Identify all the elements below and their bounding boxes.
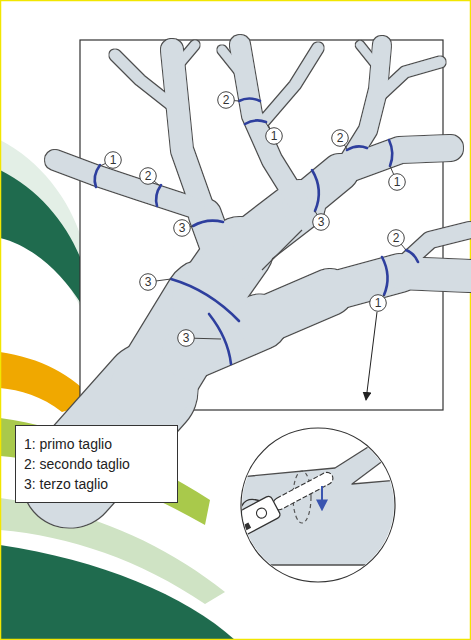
twig [258, 48, 318, 128]
tree [55, 45, 470, 480]
twig [360, 45, 380, 70]
callout-circle: 3 [173, 219, 191, 237]
cut-line [347, 146, 367, 150]
callout-ring [389, 174, 406, 191]
cut-line [95, 165, 100, 187]
callout-circle: 3 [139, 273, 157, 291]
picture-frame [80, 40, 443, 410]
twig [115, 55, 178, 110]
cut-line [406, 250, 418, 262]
callout-circle: 2 [217, 91, 235, 109]
twig [375, 62, 440, 100]
legend-box: 1: primo taglio2: secondo taglio3: terzo… [15, 425, 178, 503]
bark-split [262, 230, 302, 270]
branch [340, 45, 382, 175]
branch-detail [230, 428, 420, 565]
callout-ring [105, 152, 122, 169]
cut-line [171, 279, 239, 321]
callout-circle: 1 [388, 173, 406, 191]
callout-circle: 1 [265, 127, 283, 145]
callout-number: 3 [139, 273, 157, 291]
callout-number: 2 [217, 91, 235, 109]
zoom-pointer [366, 312, 377, 400]
green-swoosh [0, 170, 82, 305]
cut-line [156, 185, 161, 206]
chainsaw-handle [224, 519, 241, 540]
legend-text: 1: primo taglio [24, 434, 169, 454]
callout-ring [178, 330, 195, 347]
cut-line [312, 170, 319, 211]
cut-direction-arrow [321, 486, 323, 509]
callout-number: 3 [177, 329, 195, 347]
callout-ring [332, 130, 349, 147]
callout-ring [174, 220, 191, 237]
callout-number: 1 [388, 173, 406, 191]
callout-circle: 2 [387, 229, 405, 247]
callout-number: 3 [173, 219, 191, 237]
legend-text: 2: secondo taglio [24, 454, 169, 474]
callout-ring [313, 214, 330, 231]
cut-line [193, 221, 223, 226]
callout-number: 1 [104, 151, 122, 169]
twig [222, 50, 246, 80]
chainsaw-symbol [220, 460, 338, 542]
callout-circle: 1 [104, 151, 122, 169]
chainsaw-body [231, 495, 281, 537]
callout-ring [140, 168, 157, 185]
branch [172, 50, 205, 215]
cut-line [382, 257, 388, 295]
callout-number: 2 [387, 229, 405, 247]
dark-green-swoosh [0, 545, 235, 640]
legend-text: 3: terzo taglio [24, 474, 169, 494]
chainsaw-bar [271, 470, 335, 512]
detail-magnifier [220, 428, 420, 582]
callout-ring [140, 274, 157, 291]
magnified-branch [220, 428, 420, 565]
callout-circle: 3 [312, 213, 330, 231]
twig [395, 230, 470, 272]
callout-ring [388, 230, 405, 247]
callout-number: 1 [265, 127, 283, 145]
leader-lines [100, 100, 406, 339]
callout-circle: 3 [177, 329, 195, 347]
cut-line [239, 99, 260, 102]
cut-lines [95, 99, 418, 365]
callout-circle: 2 [139, 167, 157, 185]
callout-ring [266, 128, 283, 145]
chainsaw-grip [237, 495, 259, 511]
branch [400, 273, 470, 276]
callout-ring [370, 295, 387, 312]
cut-line [389, 140, 392, 166]
branch [55, 160, 195, 208]
cut-line [245, 120, 266, 124]
chainsaw-detail [241, 522, 251, 531]
callout-number: 2 [331, 129, 349, 147]
callout-number: 1 [369, 294, 387, 312]
twig [174, 45, 195, 70]
callout-circle: 1 [369, 294, 387, 312]
branch [240, 45, 300, 205]
chainsaw-sprocket [255, 506, 269, 520]
callout-number: 3 [312, 213, 330, 231]
callout-circle: 2 [331, 129, 349, 147]
callout-number: 2 [139, 167, 157, 185]
callout-ring [218, 92, 235, 109]
